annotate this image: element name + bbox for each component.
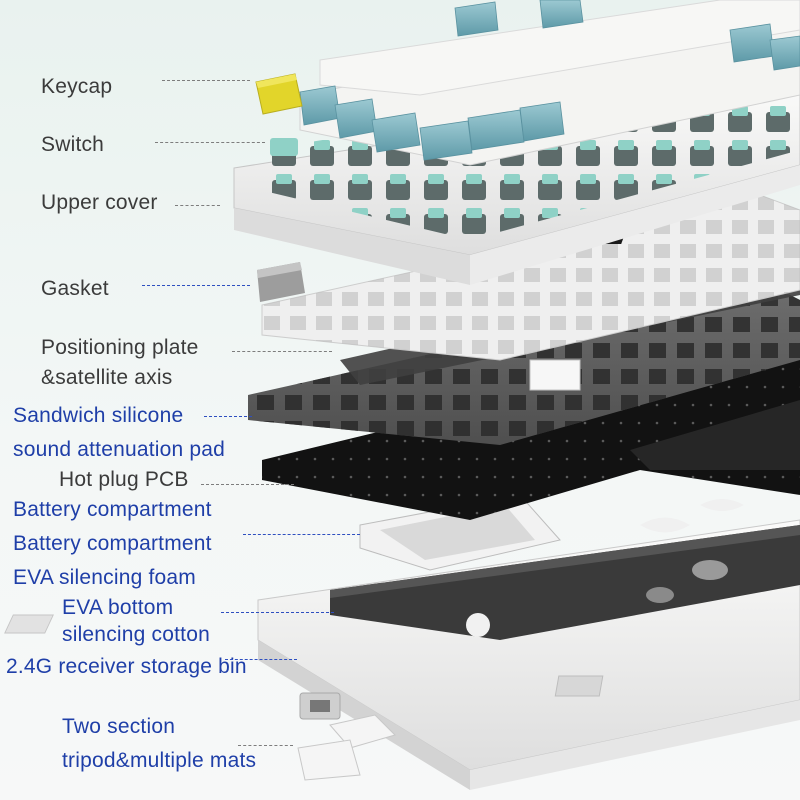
leader-keycap [162, 80, 250, 81]
label-keycap: Keycap [41, 75, 113, 98]
leader-hot-plug-pcb [201, 484, 294, 485]
positioning-plate-layer [261, 194, 800, 391]
eva-bottom-layer [330, 525, 800, 640]
gasket-part [257, 262, 305, 302]
leader-sandwich-silicone [204, 416, 252, 417]
leader-upper-cover [175, 205, 220, 206]
leader-gasket [142, 285, 250, 286]
feet-parts [554, 560, 728, 697]
leader-tripod [238, 745, 293, 746]
label-sandwich-silicone-1: Sandwich silicone [13, 404, 184, 427]
label-hot-plug-pcb: Hot plug PCB [59, 468, 189, 491]
label-eva-silencing-foam: EVA silencing foam [13, 566, 196, 589]
leader-receiver-bin [225, 659, 297, 660]
label-receiver-bin: 2.4G receiver storage bin [6, 655, 247, 678]
label-gasket: Gasket [41, 277, 109, 300]
leader-switch [155, 142, 265, 143]
keycap-layer [255, 0, 800, 166]
label-battery-compartment-1: Battery compartment [13, 498, 212, 521]
leader-positioning-plate [232, 351, 332, 352]
battery-compartment [359, 494, 561, 571]
label-tripod-2: tripod&multiple mats [62, 749, 257, 772]
label-eva-bottom-2: silencing cotton [62, 623, 210, 646]
label-battery-compartment-2: Battery compartment [13, 532, 212, 555]
label-sandwich-silicone-2: sound attenuation pad [13, 438, 226, 461]
label-eva-bottom-1: EVA bottom [62, 596, 174, 619]
label-tripod-1: Two section [62, 715, 176, 738]
receiver-and-mats [297, 692, 396, 781]
label-switch: Switch [41, 133, 105, 156]
label-upper-cover: Upper cover [41, 191, 158, 214]
label-positioning-plate-1: Positioning plate [41, 336, 199, 359]
leader-battery-compartment [243, 534, 360, 535]
label-positioning-plate-2: &satellite axis [41, 366, 173, 389]
leader-eva-bottom [221, 612, 334, 613]
